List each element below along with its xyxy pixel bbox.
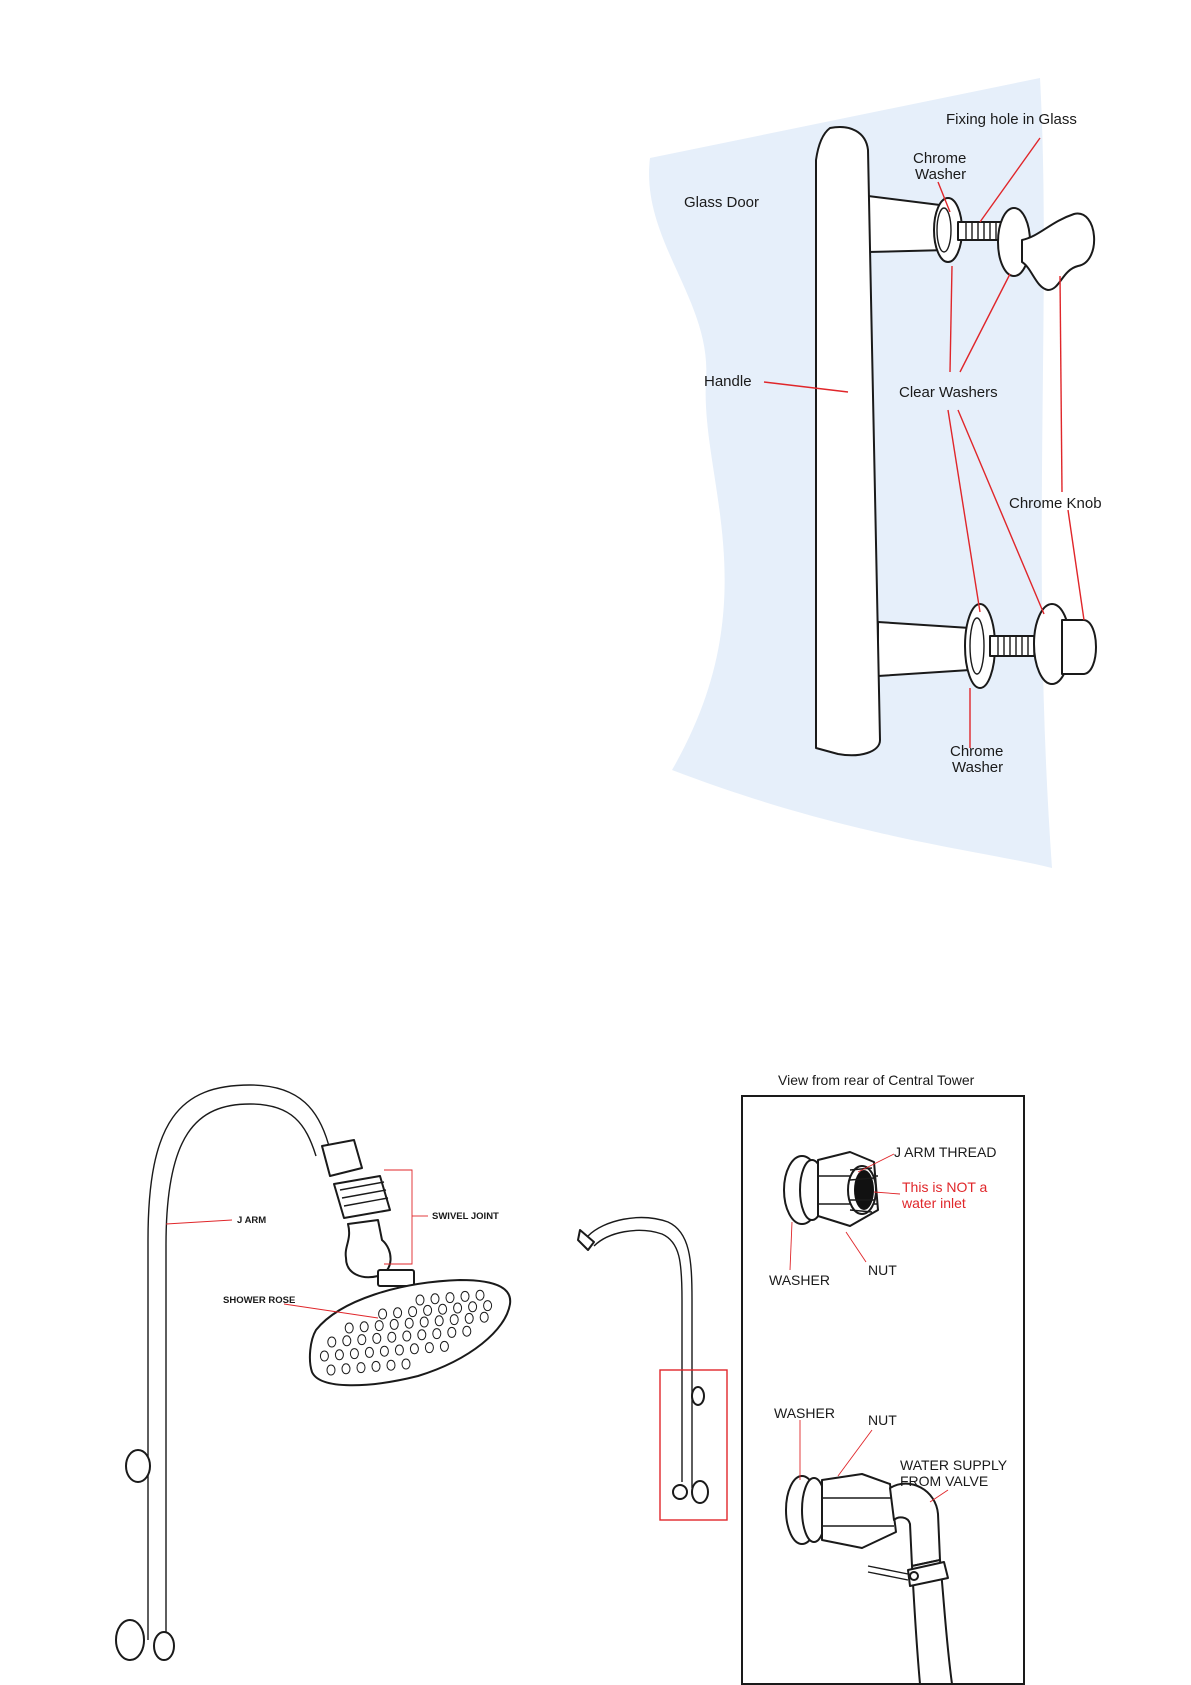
rose-nozzle [375, 1321, 383, 1331]
label-chrome-washer-bottom-1: Chrome [950, 743, 1003, 760]
rose-nozzle [450, 1315, 458, 1325]
rose-nozzle [402, 1359, 410, 1369]
rose-nozzle [328, 1337, 336, 1347]
label-chrome-washer-bottom-2: Washer [952, 759, 1003, 776]
label-nut-top: NUT [868, 1262, 897, 1278]
rose-nozzle [424, 1305, 432, 1315]
label-handle: Handle [704, 373, 752, 390]
rose-nozzle [410, 1344, 418, 1354]
rose-nozzle [394, 1308, 402, 1318]
rose-nozzle [440, 1341, 448, 1351]
label-chrome-washer-top-2: Washer [915, 166, 966, 183]
label-shower-rose: SHOWER ROSE [223, 1295, 295, 1306]
rose-nozzle [463, 1326, 471, 1336]
rose-nozzle [484, 1301, 492, 1311]
rose-nozzle [388, 1332, 396, 1342]
rose-nozzle [380, 1346, 388, 1356]
rose-nozzle [405, 1318, 413, 1328]
label-fixing-hole: Fixing hole in Glass [946, 111, 1077, 128]
rose-nozzle [454, 1303, 462, 1313]
rose-nozzle [439, 1304, 447, 1314]
rose-nozzle [476, 1290, 484, 1300]
rose-nozzle [335, 1350, 343, 1360]
label-washer-bottom: WASHER [774, 1405, 835, 1421]
rose-nozzle [395, 1345, 403, 1355]
rose-nozzle [418, 1330, 426, 1340]
rose-nozzle [431, 1294, 439, 1304]
label-water-supply-1: WATER SUPPLY [900, 1457, 1008, 1473]
label-swivel-joint: SWIVEL JOINT [432, 1211, 499, 1222]
label-j-arm: J ARM [237, 1215, 266, 1226]
rose-nozzle [469, 1302, 477, 1312]
small-j-arm [578, 1218, 727, 1520]
handle-bar [816, 127, 880, 755]
lower-wall-bracket [116, 1620, 144, 1660]
rose-nozzle [420, 1317, 428, 1327]
shower-rose [310, 1270, 510, 1385]
label-washer-top: WASHER [769, 1272, 830, 1288]
swivel-ball [346, 1220, 391, 1277]
rose-nozzle [433, 1329, 441, 1339]
rose-nozzle [373, 1333, 381, 1343]
handle-diagram: Fixing hole in Glass Chrome Washer Glass… [649, 78, 1102, 868]
rose-nozzle [480, 1312, 488, 1322]
label-nut-bottom: NUT [868, 1412, 897, 1428]
j-arm-thread-fitting [784, 1152, 878, 1226]
rose-nozzle [448, 1327, 456, 1337]
rose-nozzle [416, 1295, 424, 1305]
rose-nozzle [465, 1313, 473, 1323]
shower-diagram: J ARM SWIVEL JOINT SHOWER ROSE [116, 1085, 510, 1660]
rear-view: View from rear of Central Tower [742, 1072, 1024, 1684]
label-not-inlet-1: This is NOT a [902, 1179, 988, 1195]
rose-nozzle [327, 1365, 335, 1375]
lower-chrome-knob [1062, 620, 1096, 674]
label-chrome-washer-top-1: Chrome [913, 150, 966, 167]
label-clear-washers: Clear Washers [899, 384, 998, 401]
rose-nozzle [342, 1364, 350, 1374]
rose-nozzle [390, 1319, 398, 1329]
rose-nozzle [372, 1361, 380, 1371]
label-glass-door: Glass Door [684, 194, 759, 211]
j-arm [148, 1085, 330, 1640]
rose-nozzle [345, 1323, 353, 1333]
label-water-supply-2: FROM VALVE [900, 1473, 988, 1489]
rose-nozzle [358, 1335, 366, 1345]
rose-nozzle [446, 1293, 454, 1303]
rose-nozzle [365, 1347, 373, 1357]
label-chrome-knob: Chrome Knob [1009, 495, 1102, 512]
rose-nozzle [403, 1331, 411, 1341]
rose-nozzle [360, 1322, 368, 1332]
lower-standoff [878, 622, 970, 676]
rear-view-title: View from rear of Central Tower [778, 1072, 975, 1088]
rose-nozzle [435, 1316, 443, 1326]
rose-nozzle [350, 1349, 358, 1359]
label-not-inlet-2: water inlet [901, 1195, 966, 1211]
rose-nozzle [379, 1309, 387, 1319]
rose-nozzle [357, 1363, 365, 1373]
rose-nozzle [320, 1351, 328, 1361]
rose-nozzle [409, 1307, 417, 1317]
rose-nozzle [343, 1336, 351, 1346]
rose-nozzle [387, 1360, 395, 1370]
rose-nozzle [461, 1291, 469, 1301]
rose-nozzle [425, 1343, 433, 1353]
upper-wall-bracket [126, 1450, 150, 1482]
label-j-arm-thread: J ARM THREAD [894, 1144, 996, 1160]
